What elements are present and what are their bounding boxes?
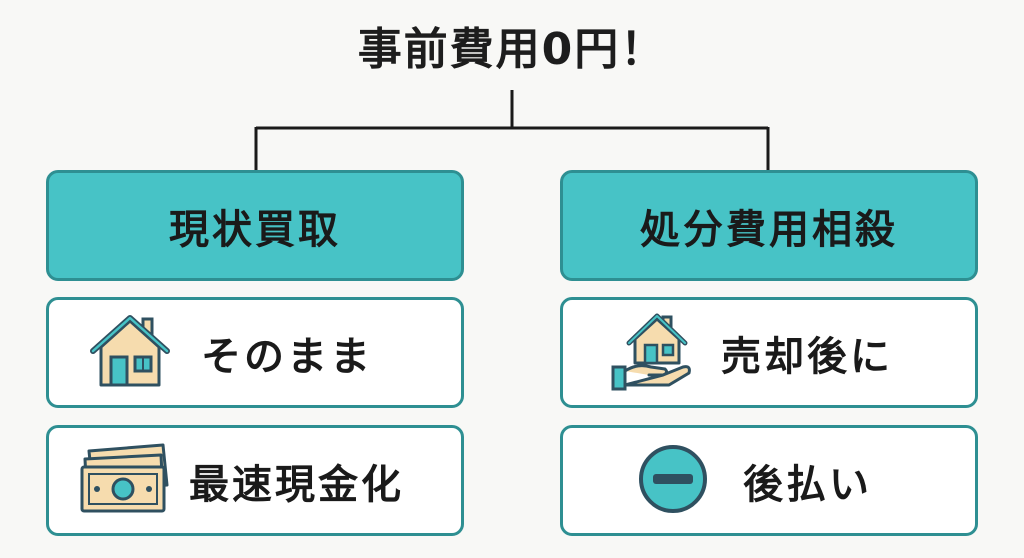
item-box-left-2: 最速現金化: [46, 425, 464, 536]
house-icon: [89, 313, 171, 393]
item-box-left-1: そのまま: [46, 297, 464, 408]
house-in-hand-icon: [609, 311, 697, 395]
cash-icon: [79, 443, 171, 519]
header-box-left: 現状買取: [46, 170, 464, 281]
item-label-left-1: そのまま: [201, 333, 373, 380]
item-label-right-2: 後払い: [743, 461, 872, 508]
diagram-title: 事前費用0円！: [357, 24, 667, 75]
item-box-right-1: 売却後に: [560, 297, 978, 408]
header-box-right: 処分費用相殺: [560, 170, 978, 281]
item-box-right-2: 後払い: [560, 425, 978, 536]
item-label-right-1: 売却後に: [721, 333, 893, 380]
minus-circle-icon: [637, 443, 709, 519]
item-label-left-2: 最速現金化: [189, 461, 404, 508]
header-label-right: 処分費用相殺: [640, 206, 898, 253]
header-label-left: 現状買取: [169, 206, 341, 253]
